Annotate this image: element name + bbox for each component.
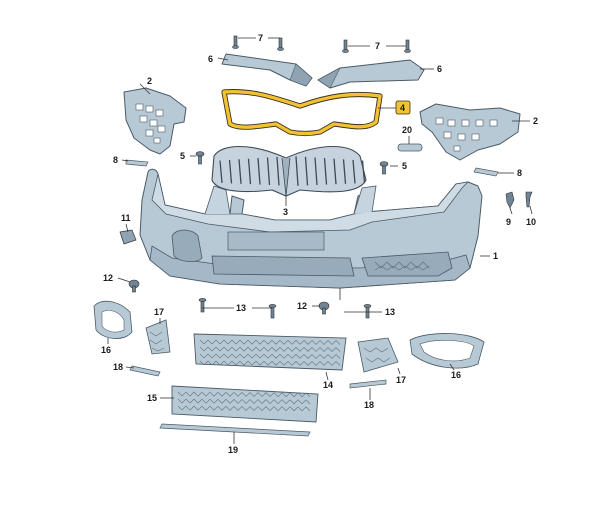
label-8-right: 8 — [517, 168, 522, 178]
label-4-badge: 4 — [395, 100, 411, 115]
label-16-right: 16 — [451, 370, 461, 380]
lower-grille-insert — [171, 385, 319, 423]
label-18-right: 18 — [364, 400, 374, 410]
right-upper-mounting-strip — [317, 59, 425, 89]
label-19: 19 — [228, 445, 238, 455]
right-fog-bezel — [409, 333, 485, 369]
center-lower-grille — [193, 333, 347, 371]
left-side-grille — [145, 319, 171, 355]
label-1: 1 — [493, 251, 498, 261]
grille-slats — [219, 156, 366, 186]
label-8-left: 8 — [113, 155, 118, 165]
left-fog-bezel — [93, 300, 133, 339]
label-13-left: 13 — [236, 303, 246, 313]
label-2-right: 2 — [533, 116, 538, 126]
screws-7 — [232, 35, 411, 53]
left-side-bracket — [123, 87, 187, 155]
label-20: 20 — [402, 125, 412, 135]
label-3: 3 — [283, 207, 288, 217]
emblem-part-20 — [397, 143, 423, 152]
nuts-12 — [128, 279, 330, 315]
label-6-left: 6 — [208, 54, 213, 64]
label-11: 11 — [121, 213, 131, 223]
trim-strips-8 — [125, 159, 499, 177]
label-9: 9 — [506, 217, 511, 227]
right-side-bracket — [419, 103, 521, 161]
label-13-right: 13 — [385, 307, 395, 317]
label-12-left: 12 — [103, 273, 113, 283]
upper-grille — [211, 145, 367, 197]
label-15: 15 — [147, 393, 157, 403]
label-6-right: 6 — [437, 64, 442, 74]
label-16-left: 16 — [101, 345, 111, 355]
label-7-left: 7 — [258, 33, 263, 43]
label-12-mid: 12 — [297, 301, 307, 311]
lower-spoiler-strip-19 — [159, 423, 311, 437]
fasteners-9-10 — [505, 191, 533, 209]
label-2-left: 2 — [147, 76, 152, 86]
label-7-right: 7 — [375, 41, 380, 51]
label-5-right: 5 — [402, 161, 407, 171]
clips-5 — [195, 151, 389, 175]
bumper-cover — [139, 168, 483, 289]
left-upper-mounting-strip — [221, 53, 313, 87]
leader-lines — [107, 37, 533, 444]
part-labels: 1 2 2 3 4 5 5 6 6 7 7 8 8 9 10 11 12 12 … — [101, 33, 538, 455]
right-side-grille — [357, 337, 399, 373]
label-17-right: 17 — [396, 375, 406, 385]
tow-cover-11 — [119, 229, 137, 245]
grille-frame-seal — [221, 89, 383, 137]
trim-strips-18 — [129, 365, 387, 389]
label-17-left: 17 — [154, 307, 164, 317]
label-14: 14 — [323, 380, 333, 390]
label-5-left: 5 — [180, 151, 185, 161]
label-18-left: 18 — [113, 362, 123, 372]
label-4: 4 — [400, 103, 405, 113]
label-10: 10 — [526, 217, 536, 227]
